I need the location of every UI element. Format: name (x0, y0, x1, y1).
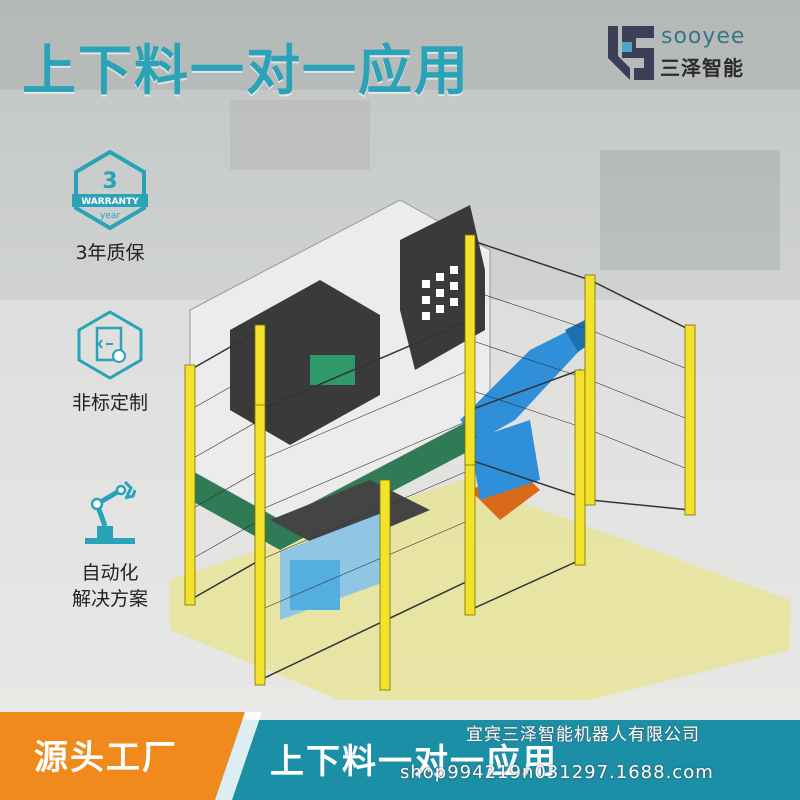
footer-badge: 源头工厂 (34, 738, 178, 778)
feature-label-warranty: 3年质保 (75, 242, 145, 264)
fence-posts (184, 234, 696, 691)
feature-label-custom: 非标定制 (71, 392, 148, 414)
page-title: 上下料一对一应用 (22, 39, 470, 102)
footer-title: 上下料一对一应用 (270, 742, 558, 782)
logo-brand-en: sooyee (661, 24, 746, 49)
custom-document-icon (77, 310, 143, 380)
fence-grid (189, 289, 691, 611)
feature-automation: 自动化 解决方案 (40, 478, 180, 612)
feature-label-automation-line1: 自动化 (81, 562, 139, 584)
sooyee-logo-icon (608, 26, 654, 80)
brand-logo: sooyee 三泽智能 (608, 24, 784, 84)
warranty-number: 3 (102, 169, 117, 194)
robot-arm-icon (85, 480, 137, 544)
warranty-unit: year (100, 211, 120, 221)
shop-url[interactable]: shop994219n031297.1688.com (400, 762, 714, 783)
warranty-badge-icon: 3 WARRANTY year (72, 150, 148, 230)
cnc-lathe-window (230, 280, 380, 445)
control-cabinet (290, 560, 340, 610)
feature-label-automation-line2: 解决方案 (71, 588, 148, 610)
feature-warranty: 3 WARRANTY year 3年质保 (40, 150, 180, 266)
cnc-screen (310, 355, 355, 385)
robot-arm (460, 330, 580, 440)
cnc-lathe-panel (400, 205, 485, 370)
feature-custom: 非标定制 (40, 310, 180, 416)
cnc-robot-cell-illustration (170, 199, 790, 700)
footer-banner (0, 712, 800, 800)
robot-body (470, 420, 540, 500)
cnc-keypad (422, 266, 458, 320)
warranty-ribbon-text: WARRANTY (81, 197, 139, 207)
logo-brand-cn: 三泽智能 (660, 56, 744, 80)
company-name: 宜宾三泽智能机器人有限公司 (466, 725, 700, 745)
